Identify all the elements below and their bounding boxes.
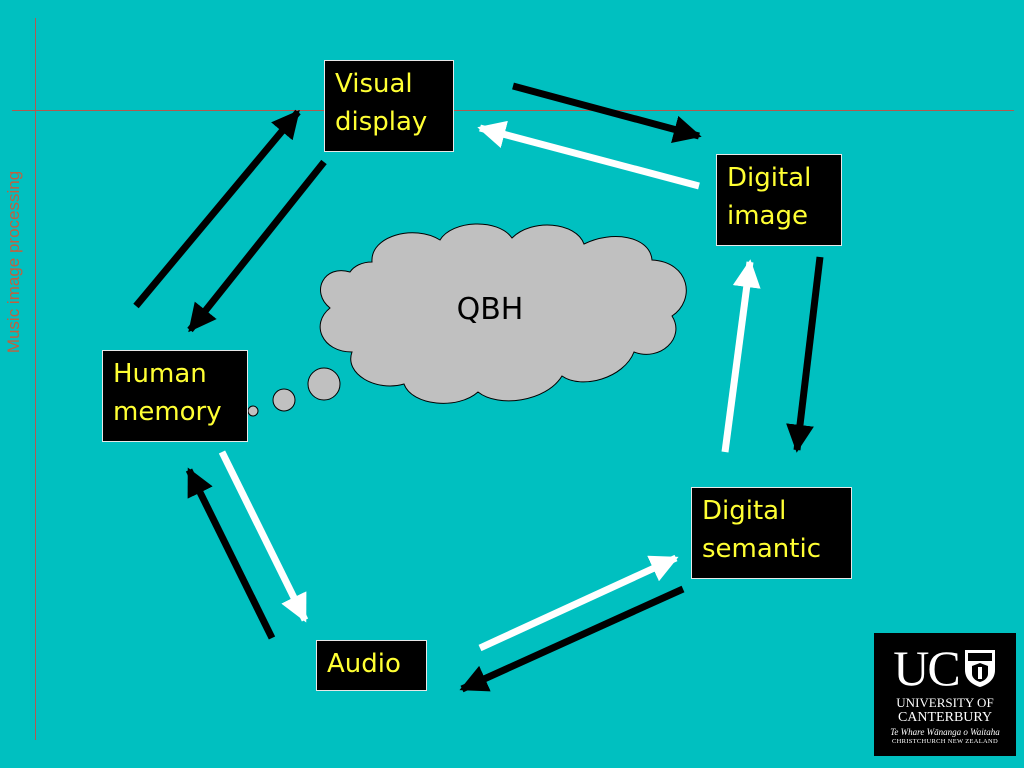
node-human-memory-line1: Human	[113, 359, 207, 389]
arrow-visual-to-dimage	[512, 82, 702, 143]
node-human-memory-line2: memory	[113, 397, 222, 427]
node-digital-image: Digital image	[716, 154, 842, 246]
arrow-dimage-to-dsem	[786, 256, 824, 453]
thought-bubble-medium	[272, 388, 296, 412]
node-visual-display-line2: display	[335, 107, 428, 137]
logo-mark: UC	[874, 643, 1016, 693]
node-human-memory: Human memory	[102, 350, 248, 442]
arrow-human-to-visual	[133, 109, 301, 309]
cloud-label: QBH	[456, 292, 524, 327]
logo-location: CHRISTCHURCH NEW ZEALAND	[891, 738, 999, 745]
crest-icon	[964, 650, 995, 687]
thought-bubble-large	[307, 367, 341, 401]
node-visual-display-line1: Visual	[335, 69, 413, 99]
thought-cloud	[247, 223, 687, 417]
logo-maori-name: Te Whare Wānanga o Waitaha	[890, 727, 1000, 737]
university-logo: UC UNIVERSITY OF CANTERBURY Te Whare Wān…	[874, 633, 1016, 756]
logo-canterbury: CANTERBURY	[897, 710, 993, 725]
node-audio: Audio	[316, 640, 427, 691]
node-visual-display: Visual display	[324, 60, 454, 152]
arrow-dsem-to-audio	[459, 585, 685, 693]
vertical-rule	[35, 18, 36, 740]
horizontal-rule	[12, 110, 1014, 111]
node-digital-image-line2: image	[727, 201, 808, 231]
arrow-audio-to-human	[185, 467, 276, 640]
node-digital-semantic-line1: Digital	[702, 496, 787, 526]
node-audio-line1: Audio	[327, 649, 401, 679]
arrow-human-to-audio	[218, 450, 309, 623]
arrow-dsem-to-dimage	[721, 259, 761, 453]
logo-university-of: UNIVERSITY OF	[896, 695, 994, 710]
logo-letters: UC	[893, 640, 960, 696]
arrow-dimage-to-visual	[477, 120, 700, 190]
arrow-visual-to-human	[187, 159, 327, 333]
arrow-audio-to-dsem	[478, 554, 679, 652]
thought-bubble-small	[247, 405, 259, 417]
node-digital-semantic: Digital semantic	[691, 487, 852, 579]
node-digital-semantic-line2: semantic	[702, 534, 821, 564]
node-digital-image-line1: Digital	[727, 163, 812, 193]
